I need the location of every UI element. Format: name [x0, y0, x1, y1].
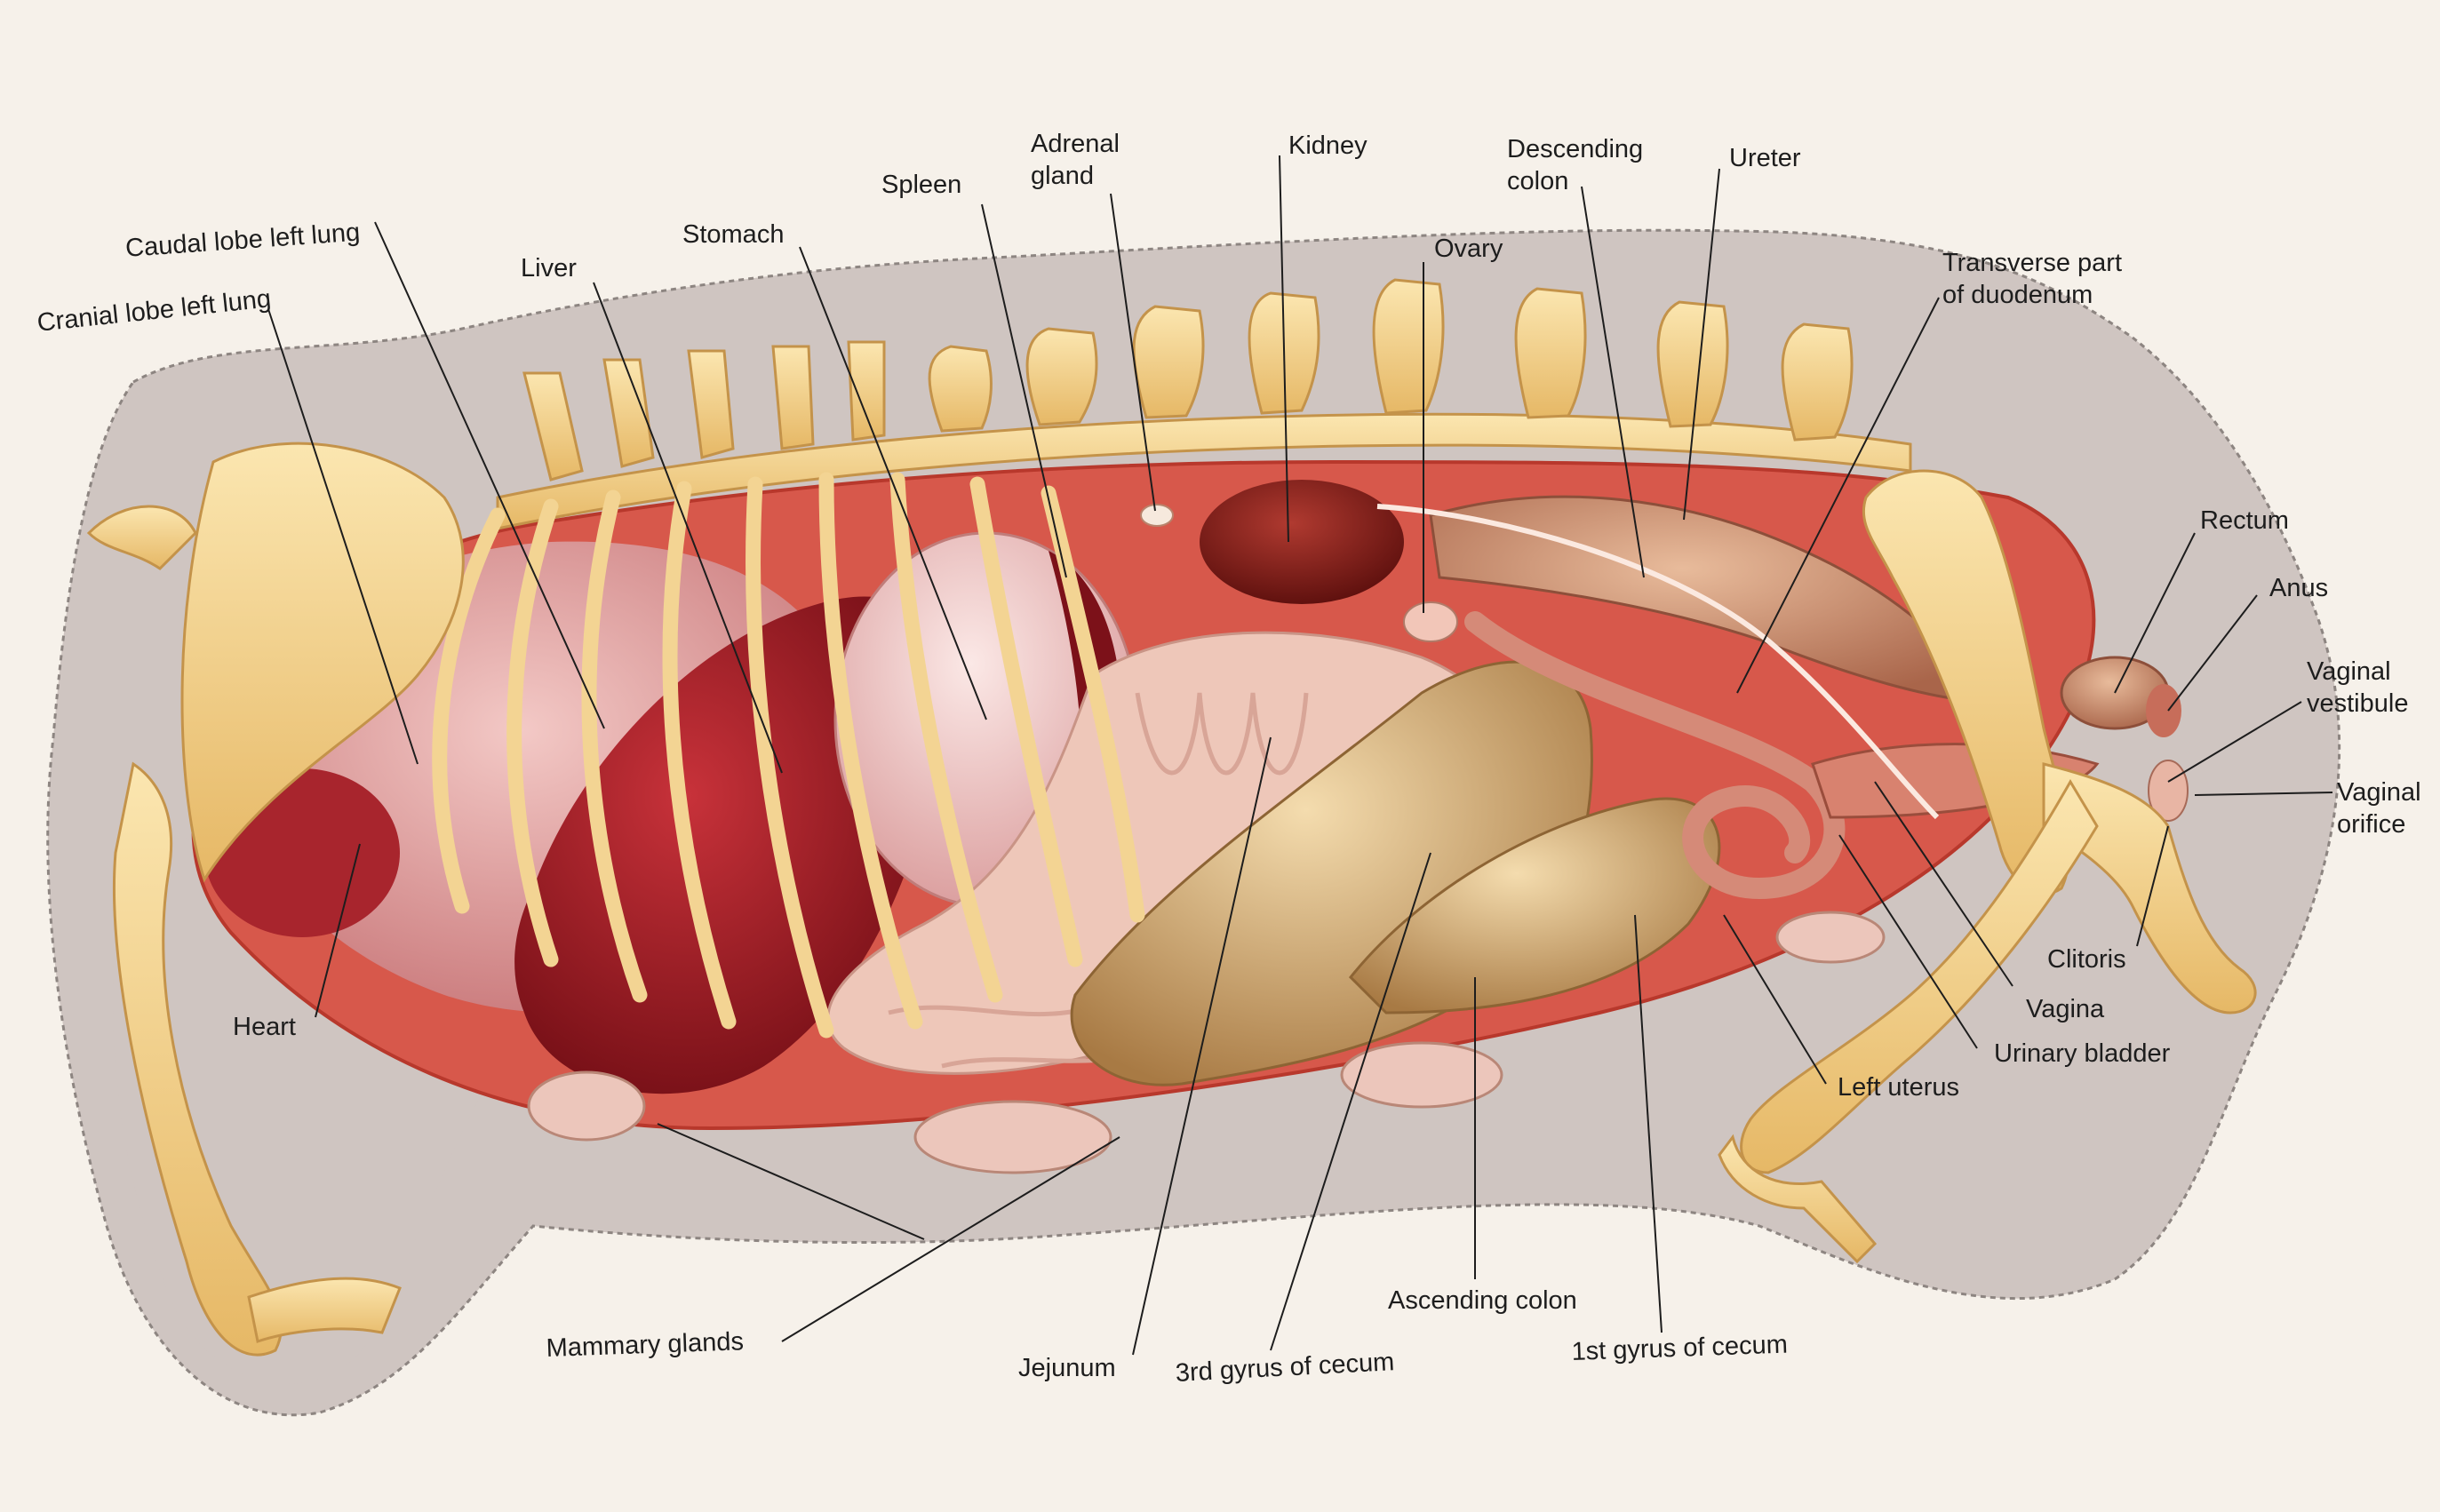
- label-heart: Heart: [233, 1013, 296, 1041]
- leader-caudal-lobe: [374, 221, 605, 729]
- uterus-shape: [1464, 611, 1846, 900]
- leader-heart: [315, 843, 361, 1018]
- leader-spleen: [981, 203, 1067, 578]
- hindlimb-bones: [1718, 469, 2257, 1264]
- label-vaginal-orifice: Vaginal orifice: [2337, 778, 2421, 839]
- leader-first-gyrus: [1634, 914, 1663, 1333]
- leader-mammary-a: [781, 1136, 1120, 1342]
- leader-vagina: [1874, 781, 2013, 987]
- ureter-shape: [1376, 504, 1940, 820]
- label-clitoris: Clitoris: [2047, 945, 2126, 974]
- label-jejunum: Jejunum: [1018, 1354, 1116, 1382]
- label-stomach: Stomach: [682, 220, 785, 249]
- anus-shape: [2146, 684, 2181, 737]
- leader-jejunum: [1132, 736, 1272, 1356]
- leader-clitoris: [2136, 825, 2169, 947]
- leader-left-uterus: [1723, 914, 1827, 1085]
- cecum-gyrus-shape: [1348, 797, 1721, 1015]
- label-spleen: Spleen: [881, 171, 962, 199]
- ovary-shape: [1403, 601, 1458, 642]
- leader-orifice: [2194, 792, 2333, 796]
- kidney-shape: [1200, 480, 1404, 604]
- label-ureter: Ureter: [1729, 144, 1801, 172]
- leader-vestibule: [2167, 701, 2302, 783]
- leader-duodenum: [1736, 297, 1940, 694]
- leader-descending-colon: [1581, 186, 1645, 578]
- label-adrenal-gland: Adrenal gland: [1031, 130, 1120, 190]
- leader-cranial-lobe: [267, 308, 419, 765]
- leader-adrenal: [1110, 193, 1156, 512]
- mammary-glands-shape: [527, 911, 1886, 1174]
- leader-bladder: [1838, 834, 1978, 1049]
- label-kidney: Kidney: [1288, 131, 1368, 160]
- label-descending-colon: Descending colon: [1507, 135, 1644, 195]
- label-vagina: Vagina: [2026, 995, 2105, 1023]
- label-transverse-duodenum: Transverse part of duodenum: [1942, 249, 2122, 309]
- adrenal-shape: [1140, 504, 1174, 527]
- label-ascending-colon: Ascending colon: [1388, 1286, 1577, 1315]
- leader-anus: [2167, 594, 2258, 712]
- ribs: [432, 472, 1145, 1039]
- leader-rectum: [2114, 532, 2196, 694]
- label-left-uterus: Left uterus: [1838, 1073, 1960, 1102]
- label-leader-lines: [267, 155, 2333, 1356]
- label-rectum: Rectum: [2200, 506, 2289, 535]
- forelimb-bones: [86, 442, 465, 1357]
- leader-ureter: [1683, 168, 1720, 521]
- leader-stomach: [799, 246, 987, 720]
- leader-liver: [593, 282, 783, 774]
- leader-mammary-b: [657, 1123, 925, 1240]
- label-vaginal-vestibule: Vaginal vestibule: [2307, 657, 2409, 718]
- leader-third-gyrus: [1270, 852, 1431, 1351]
- label-anus: Anus: [2269, 574, 2329, 602]
- label-ovary: Ovary: [1434, 235, 1503, 263]
- label-liver: Liver: [521, 254, 577, 283]
- leader-kidney: [1279, 155, 1289, 543]
- label-urinary-bladder: Urinary bladder: [1994, 1039, 2171, 1068]
